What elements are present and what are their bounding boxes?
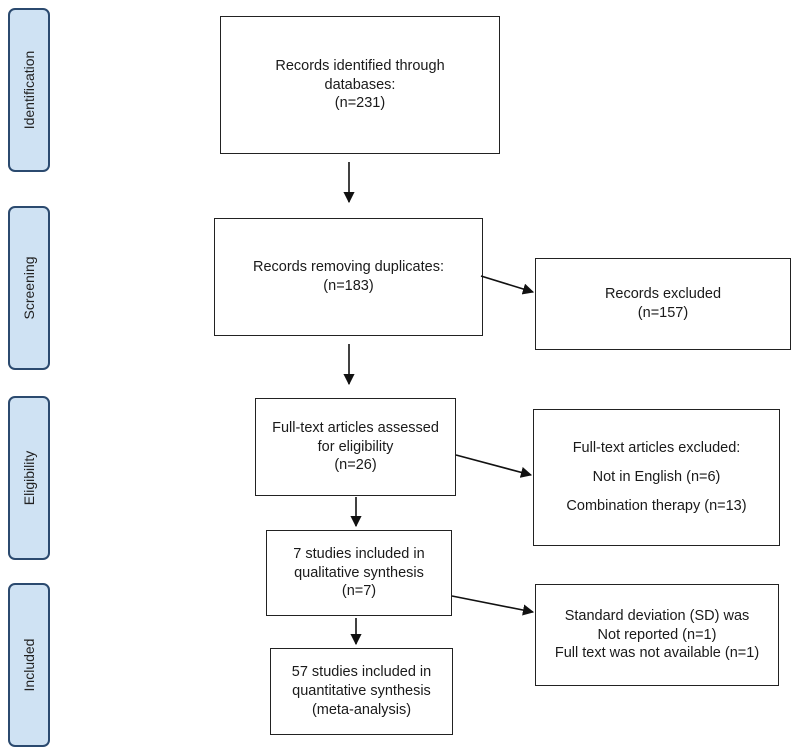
box-line: quantitative synthesis	[292, 683, 431, 700]
box-line: (meta-analysis)	[311, 701, 412, 718]
records-screened-box: Records removing duplicates: (n=183)	[214, 218, 483, 336]
box-line: Records identified through	[275, 57, 445, 74]
box-line: (n=157)	[637, 305, 689, 321]
stage-screening: Screening	[8, 206, 50, 370]
box-line: Full-text articles assessed	[272, 419, 439, 436]
box-line: (n=26)	[334, 457, 377, 474]
not-reported-box: Standard deviation (SD) was Not reported…	[535, 584, 779, 686]
box-line: (n=231)	[334, 95, 386, 112]
box-line: qualitative synthesis	[294, 564, 424, 581]
arrow-fulltext-to-excluded	[455, 454, 533, 478]
stage-included: Included	[8, 583, 50, 747]
box-line: (n=183)	[323, 278, 374, 294]
box-line: 7 studies included in	[293, 545, 425, 562]
arrow-screened-to-excluded	[480, 275, 535, 295]
qualitative-synthesis-box: 7 studies included in qualitative synthe…	[266, 530, 452, 616]
box-line: Not in English (n=6)	[592, 469, 721, 486]
box-line: Not reported (n=1)	[597, 626, 717, 643]
records-excluded-box: Records excluded (n=157)	[535, 258, 791, 350]
arrow-qualitative-to-not-reported	[451, 595, 535, 616]
box-line: Records excluded	[604, 286, 722, 303]
box-line: databases:	[324, 76, 396, 93]
stage-eligibility: Eligibility	[8, 396, 50, 560]
box-line: (n=7)	[341, 583, 377, 600]
quantitative-synthesis-box: 57 studies included in quantitative synt…	[270, 648, 453, 735]
box-line: Records removing duplicates:	[252, 259, 444, 276]
box-line: Full text was not available (n=1)	[554, 645, 760, 662]
box-line: for eligibility	[317, 438, 394, 455]
fulltext-excluded-box: Full-text articles excluded: Not in Engl…	[533, 409, 780, 546]
fulltext-assessed-box: Full-text articles assessed for eligibil…	[255, 398, 456, 496]
box-line: 57 studies included in	[291, 664, 432, 681]
box-line: Full-text articles excluded:	[572, 440, 741, 457]
box-line: Standard deviation (SD) was	[564, 607, 750, 624]
records-identified-box: Records identified through databases: (n…	[220, 16, 500, 154]
box-line: Combination therapy (n=13)	[566, 497, 747, 514]
stage-identification: Identification	[8, 8, 50, 172]
